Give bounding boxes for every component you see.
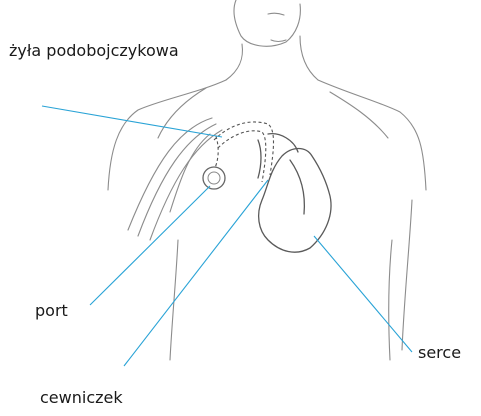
label-heart: serce (418, 342, 461, 363)
leader-port (90, 186, 210, 305)
neck (226, 36, 318, 80)
label-subclavian-vein: żyła podobojczykowa (9, 40, 179, 61)
leader-heart (314, 236, 412, 352)
leader-lines (42, 106, 412, 366)
face (234, 0, 300, 46)
label-catheter: cewniczek (40, 387, 123, 408)
port-device (203, 167, 225, 189)
heart (258, 134, 331, 252)
leader-subclavian-vein (42, 106, 222, 137)
label-port: port (35, 300, 68, 321)
leader-catheter (124, 180, 268, 366)
torso-outline (108, 80, 426, 360)
